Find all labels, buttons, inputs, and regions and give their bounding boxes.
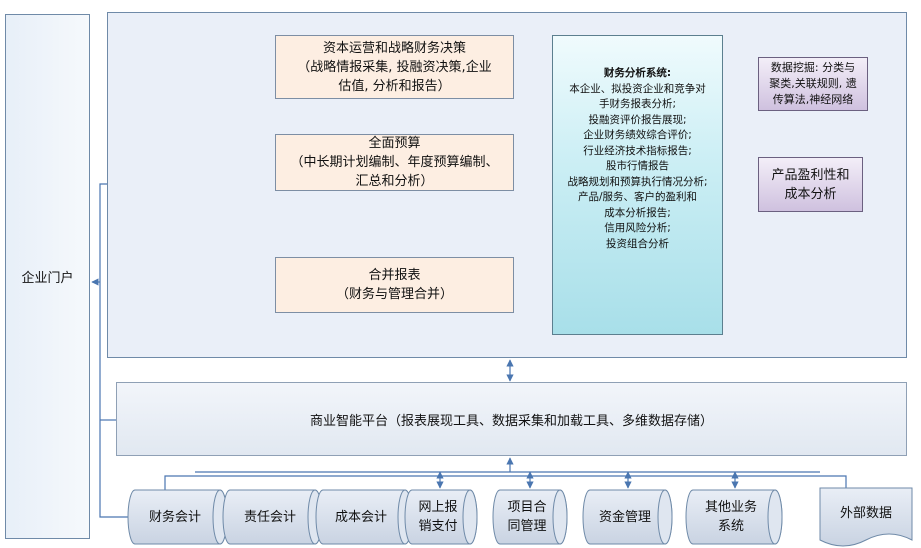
- analysis-line: 信用风险分析;: [604, 222, 671, 234]
- source-financial-accounting: 财务会计: [133, 508, 217, 527]
- consolidation-line: （财务与管理合并）: [335, 287, 453, 302]
- decision-line: 估值, 分析和报告）: [338, 78, 451, 94]
- data-mining-line: 数据挖掘: 分类与: [770, 61, 856, 74]
- source-other-systems: 其他业务 系统: [690, 498, 772, 536]
- source-label: 系统: [717, 519, 744, 534]
- decision-line: （战略情报采集, 投融资决策,企业: [297, 59, 492, 75]
- analysis-line: 投资组合分析: [606, 237, 669, 250]
- source-web-payment: 网上报 销支付: [408, 498, 468, 536]
- financial-analysis-system: 财务分析系统: 本企业、拟投资企业和竞争对 手财务报表分析; 投融资评价报告展现…: [552, 35, 723, 335]
- analysis-line: 成本分析报告;: [604, 206, 671, 219]
- data-mining-line: 传算法,神经网络: [772, 93, 854, 106]
- analysis-line: 产品/服务、客户的盈利和: [577, 191, 698, 203]
- consolidation-title: 合并报表: [368, 268, 421, 283]
- budget-title: 全面预算: [368, 136, 421, 151]
- consolidation-box: 合并报表 （财务与管理合并）: [275, 257, 514, 313]
- source-funds-management: 资金管理: [588, 508, 662, 527]
- source-label: 财务会计: [148, 510, 201, 525]
- source-responsibility-accounting: 责任会计: [228, 508, 312, 527]
- profit-line: 成本分析: [784, 186, 837, 202]
- source-label: 项目合: [507, 500, 547, 515]
- source-label: 网上报: [418, 500, 458, 515]
- source-cost-accounting: 成本会计: [320, 508, 402, 527]
- analysis-line: 本企业、拟投资企业和竞争对: [569, 82, 706, 95]
- enterprise-portal: 企业门户: [5, 14, 90, 539]
- source-label: 其他业务: [704, 500, 757, 515]
- bi-platform-label: 商业智能平台（报表展现工具、数据采集和加载工具、多维数据存储）: [309, 413, 713, 429]
- external-data: 外部数据: [820, 504, 912, 523]
- data-mining-line: 聚类,关联规则, 遗: [769, 77, 857, 90]
- portal-link: [99, 183, 128, 518]
- data-mining-box: 数据挖掘: 分类与 聚类,关联规则, 遗 传算法,神经网络: [758, 57, 868, 111]
- source-cylinders: [127, 487, 913, 547]
- profit-line: 产品盈利性和: [771, 167, 850, 183]
- analysis-title: 财务分析系统:: [603, 67, 672, 79]
- source-project-contract: 项目合 同管理: [497, 498, 557, 536]
- decision-title: 资本运营和战略财务决策: [322, 40, 466, 56]
- external-data-shape: [819, 487, 913, 547]
- analysis-line: 手财务报表分析;: [598, 98, 677, 110]
- analysis-line: 股市行情报告: [606, 160, 669, 172]
- source-label: 销支付: [418, 519, 458, 534]
- analysis-line: 企业财务绩效综合评价;: [583, 129, 692, 141]
- source-label: 责任会计: [243, 510, 296, 525]
- sources-bus-outer: [164, 475, 847, 490]
- analysis-line: 投融资评价报告展现;: [588, 113, 687, 126]
- external-data-label: 外部数据: [839, 506, 892, 521]
- bi-platform: 商业智能平台（报表展现工具、数据采集和加载工具、多维数据存储）: [116, 382, 907, 456]
- budget-box: 全面预算 （中长期计划编制、年度预算编制、 汇总和分析）: [275, 134, 514, 191]
- profit-analysis-box: 产品盈利性和 成本分析: [758, 157, 863, 212]
- analysis-line: 行业经济技术指标报告;: [583, 144, 692, 157]
- decision-box: 资本运营和战略财务决策 （战略情报采集, 投融资决策,企业 估值, 分析和报告）: [275, 35, 514, 99]
- portal-label: 企业门户: [21, 271, 74, 286]
- budget-line: （中长期计划编制、年度预算编制、: [290, 155, 499, 170]
- source-label: 同管理: [507, 519, 547, 534]
- source-label: 成本会计: [334, 510, 387, 525]
- source-label: 资金管理: [598, 510, 651, 525]
- analysis-line: 战略规划和预算执行情况分析;: [567, 175, 708, 188]
- budget-line: 汇总和分析）: [355, 174, 434, 189]
